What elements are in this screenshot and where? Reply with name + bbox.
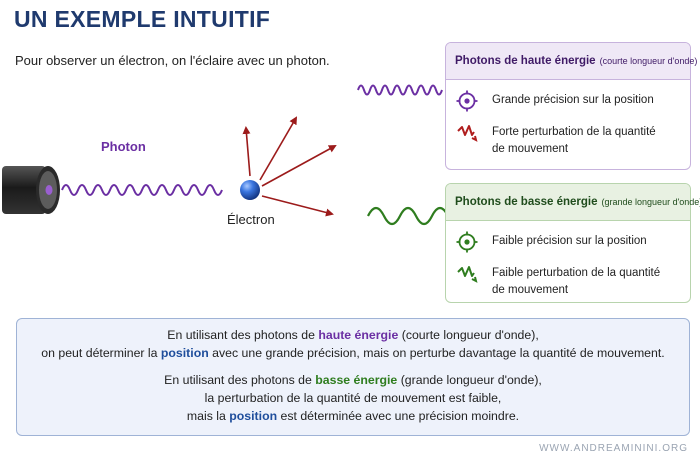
- electron-icon: [240, 180, 260, 200]
- high-energy-title: Photons de haute énergie: [455, 55, 596, 67]
- scattered-arrows: [242, 116, 337, 217]
- high-energy-item-momentum: Forte perturbation de la quantité de mou…: [446, 122, 690, 158]
- summary-low-energy: basse énergie: [315, 373, 398, 387]
- summary-position-2: position: [229, 409, 278, 423]
- electron-label: Électron: [227, 212, 275, 227]
- low-energy-item2-line1: Faible perturbation de la quantité: [492, 267, 661, 279]
- high-energy-card: Photons de haute énergie (courte longueu…: [445, 42, 697, 170]
- page-title: UN EXEMPLE INTUITIF: [14, 6, 271, 32]
- diagram-illustration: [2, 84, 449, 226]
- summary-paragraph-2: En utilisant des photons de basse énergi…: [164, 373, 542, 423]
- low-energy-item-position: Faible précision sur la position: [446, 231, 690, 253]
- high-energy-item2-line1: Forte perturbation de la quantité: [492, 126, 656, 138]
- low-energy-title: Photons de basse énergie: [455, 196, 598, 208]
- low-energy-header: Photons de basse énergie (grande longueu…: [446, 184, 700, 221]
- summary-paragraph-1: En utilisant des photons de haute énergi…: [41, 328, 665, 360]
- high-energy-subtitle: (courte longueur d'onde): [599, 56, 698, 66]
- scatter-arrow-icon: [457, 266, 478, 283]
- low-energy-item1: Faible précision sur la position: [492, 235, 647, 247]
- summary-position-1: position: [160, 346, 209, 360]
- incoming-photon-wave: [61, 184, 223, 196]
- crosshair-icon: [456, 231, 478, 253]
- low-energy-item-momentum: Faible perturbation de la quantité de mo…: [446, 263, 690, 299]
- low-energy-subtitle: (grande longueur d'onde): [601, 197, 700, 207]
- high-energy-item1: Grande précision sur la position: [492, 94, 654, 106]
- low-energy-wave: [367, 206, 449, 226]
- light-source-icon: [2, 166, 60, 214]
- intro-text: Pour observer un électron, on l'éclaire …: [15, 53, 330, 68]
- low-energy-card: Photons de basse énergie (grande longueu…: [445, 183, 700, 303]
- high-energy-item2-line2: de mouvement: [492, 143, 569, 155]
- photon-label: Photon: [101, 139, 146, 154]
- summary-high-energy: haute énergie: [318, 328, 399, 342]
- summary-box: En utilisant des photons de haute énergi…: [16, 318, 690, 436]
- crosshair-icon: [456, 90, 478, 112]
- scatter-arrow-icon: [457, 125, 478, 142]
- low-energy-item2-line2: de mouvement: [492, 284, 569, 296]
- footer-url: WWW.ANDREAMININI.ORG: [539, 443, 688, 454]
- high-energy-wave: [357, 84, 443, 96]
- high-energy-item-position: Grande précision sur la position: [446, 90, 690, 112]
- high-energy-header: Photons de haute énergie (courte longueu…: [446, 43, 697, 80]
